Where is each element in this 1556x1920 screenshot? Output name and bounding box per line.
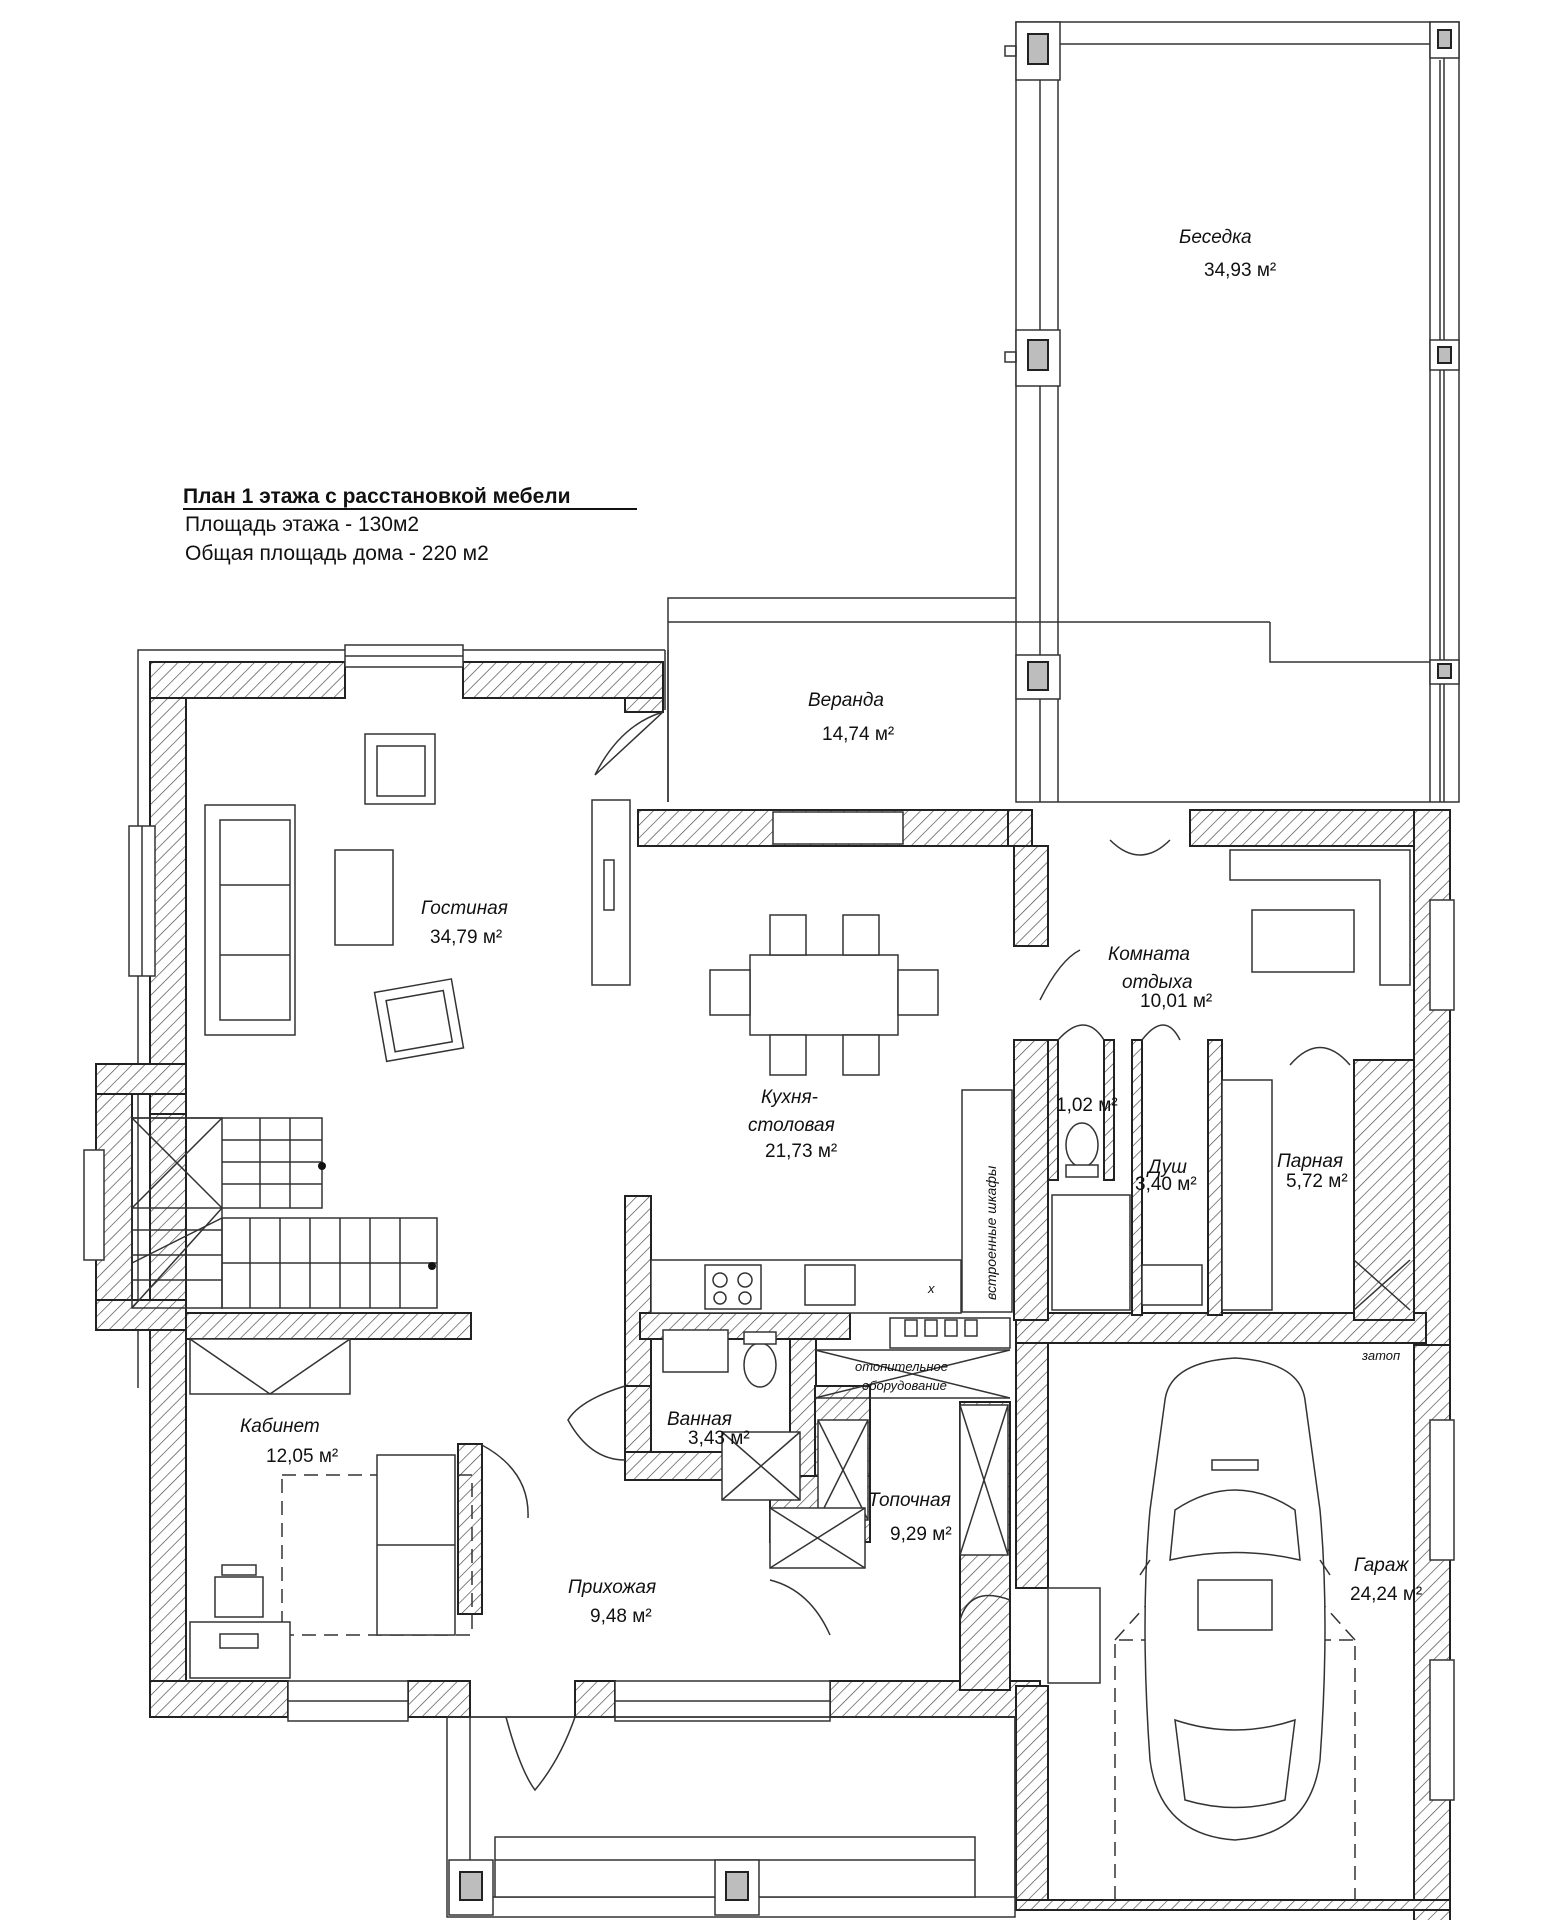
desk bbox=[189, 1621, 291, 1679]
coffee-table bbox=[334, 849, 394, 946]
room-area-kabinet: 12,05 м² bbox=[266, 1446, 338, 1467]
corner-sofa bbox=[1229, 849, 1411, 986]
dining-table bbox=[749, 954, 899, 1036]
column bbox=[725, 1871, 749, 1901]
zatop-label: затоп bbox=[1361, 1348, 1400, 1363]
kitchen-furniture: x bbox=[650, 914, 1013, 1314]
front-porch bbox=[446, 1716, 1016, 1918]
room-name-kuhnya-1: Кухня- bbox=[761, 1087, 818, 1108]
door-arc bbox=[959, 1594, 1011, 1621]
windows bbox=[83, 644, 1455, 1801]
bench bbox=[1141, 1264, 1203, 1306]
column bbox=[1437, 346, 1452, 364]
heating-label-1: отопительное bbox=[855, 1359, 948, 1374]
room-area-garazh: 24,24 м² bbox=[1350, 1584, 1422, 1605]
column bbox=[1027, 661, 1049, 691]
room-area-besedka: 34,93 м² bbox=[1204, 260, 1276, 281]
room-area-parnaya: 5,72 м² bbox=[1286, 1171, 1348, 1192]
door-arc bbox=[1141, 1024, 1181, 1041]
room-area-wc: 1,02 м² bbox=[1056, 1095, 1118, 1116]
room-area-vannaya: 3,43 м² bbox=[688, 1428, 750, 1449]
floor-area-text: Площадь этажа - 130м2 bbox=[185, 513, 419, 536]
office-furniture bbox=[189, 1338, 529, 1679]
column bbox=[459, 1871, 483, 1901]
heating-label-2: оборудование bbox=[862, 1378, 947, 1393]
wardrobe bbox=[189, 1338, 351, 1395]
car bbox=[1139, 1357, 1331, 1841]
sauna-bench bbox=[1221, 1079, 1273, 1311]
room-area-kuhnya: 21,73 м² bbox=[765, 1141, 837, 1162]
column bbox=[1437, 663, 1452, 679]
sink bbox=[662, 1329, 729, 1373]
room-name-vannaya: Ванная bbox=[667, 1409, 732, 1430]
door-arc bbox=[1039, 949, 1081, 1001]
room-name-komnata-1: Комната bbox=[1108, 944, 1190, 965]
staircase bbox=[131, 1117, 438, 1309]
total-area-text: Общая площадь дома - 220 м2 bbox=[185, 542, 489, 565]
toilet bbox=[1065, 1122, 1099, 1168]
room-name-topochnaya: Топочная bbox=[868, 1490, 951, 1511]
room-name-garazh: Гараж bbox=[1354, 1555, 1409, 1576]
room-area-prihozhaya: 9,48 м² bbox=[590, 1606, 652, 1627]
utility-room bbox=[769, 1404, 1011, 1636]
room-name-parnaya: Парная bbox=[1277, 1151, 1343, 1172]
door bbox=[1047, 1587, 1101, 1684]
rest-room-furniture bbox=[1039, 839, 1411, 1001]
room-name-besedka: Беседка bbox=[1179, 227, 1252, 248]
door-arc bbox=[1057, 1024, 1105, 1041]
door-arc bbox=[1109, 839, 1171, 856]
room-name-kabinet: Кабинет bbox=[240, 1416, 320, 1437]
room-area-topochnaya: 9,29 м² bbox=[890, 1524, 952, 1545]
toilet bbox=[743, 1342, 777, 1388]
column bbox=[1027, 33, 1049, 65]
monitor bbox=[219, 1633, 259, 1649]
veranda-structure bbox=[667, 597, 1430, 802]
room-name-komnata-2: отдыха bbox=[1122, 972, 1193, 993]
door-arc bbox=[567, 1385, 626, 1461]
door-arc bbox=[594, 711, 664, 776]
svg-text:x: x bbox=[927, 1281, 935, 1296]
wet-zone-fixtures bbox=[1051, 1024, 1411, 1311]
room-area-veranda: 14,74 м² bbox=[822, 724, 894, 745]
room-name-veranda: Веранда bbox=[808, 690, 884, 711]
room-area-komnata: 10,01 м² bbox=[1140, 991, 1212, 1012]
column bbox=[1437, 29, 1452, 49]
table bbox=[1251, 909, 1355, 973]
built-in-wardrobes bbox=[961, 1089, 1013, 1313]
stove bbox=[704, 1264, 762, 1310]
room-name-dush: Душ bbox=[1146, 1157, 1187, 1178]
room-area-gostinaya: 34,79 м² bbox=[430, 927, 502, 948]
wardrobes-label: встроенные шкафы bbox=[983, 1165, 999, 1300]
gazebo-structure bbox=[1004, 21, 1460, 803]
room-area-dush: 3,40 м² bbox=[1135, 1174, 1197, 1195]
plan-title: План 1 этажа с расстановкой мебели bbox=[183, 485, 571, 508]
column bbox=[1027, 339, 1049, 371]
room-name-prihozhaya: Прихожая bbox=[568, 1577, 656, 1598]
bathtub bbox=[1051, 1194, 1131, 1311]
sink bbox=[804, 1264, 856, 1306]
plan-header: План 1 этажа с расстановкой мебели Площа… bbox=[183, 485, 637, 565]
room-name-gostinaya: Гостиная bbox=[421, 898, 508, 919]
room-name-kuhnya-2: столовая bbox=[748, 1115, 835, 1136]
door-arc bbox=[479, 1443, 529, 1519]
door-arc bbox=[769, 1579, 831, 1636]
chair bbox=[214, 1576, 264, 1618]
bathroom-fixtures bbox=[567, 1329, 801, 1501]
heating-equipment bbox=[814, 1317, 1011, 1399]
living-room-furniture bbox=[204, 711, 664, 1063]
door-arc bbox=[1289, 1046, 1351, 1066]
